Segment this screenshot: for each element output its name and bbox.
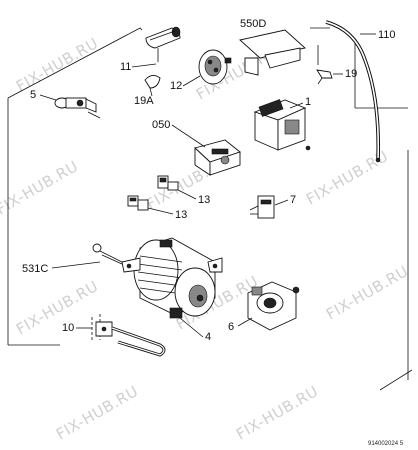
part-label-550d: 550D — [240, 18, 266, 30]
watermark: FIX-HUB.RU — [53, 382, 141, 443]
part-label-13-lower: 13 — [175, 209, 187, 221]
watermark-layer: FIX-HUB.RU FIX-HUB.RU FIX-HUB.RU FIX-HUB… — [0, 34, 411, 443]
part-label-11: 11 — [120, 61, 131, 73]
connector-part-13-lower — [127, 195, 149, 211]
module-part-1 — [253, 99, 311, 151]
clamp-part-19a — [144, 75, 161, 97]
part-label-19: 19 — [345, 68, 357, 80]
motor-part-4 — [121, 237, 223, 319]
suppressor-part-050 — [194, 139, 241, 176]
part-label-5: 5 — [30, 89, 36, 101]
watermark: FIX-HUB.RU — [323, 262, 411, 323]
capacitor-part-7 — [249, 195, 275, 219]
screw-part-531c — [92, 243, 123, 265]
part-label-19a: 19A — [134, 95, 154, 107]
reference-code: 914002024 5 — [368, 441, 404, 447]
inlet-valve-part-5 — [54, 97, 101, 119]
cabinet-outline — [7, 27, 413, 391]
noise-filter-part — [145, 26, 181, 62]
watermark: FIX-HUB.RU — [233, 382, 321, 443]
clip-part-19 — [316, 69, 333, 85]
watermark: FIX-HUB.RU — [13, 277, 101, 338]
part-label-1: 1 — [305, 96, 311, 108]
pressure-switch-part — [198, 49, 232, 85]
part-label-7: 7 — [290, 194, 296, 206]
part-label-531c: 531C — [22, 263, 48, 275]
drain-pump-part-6 — [247, 281, 300, 331]
part-label-050: 050 — [152, 119, 170, 131]
heating-element-part-10 — [91, 314, 166, 357]
part-label-110: 110 — [378, 29, 396, 41]
watermark: FIX-HUB.RU — [13, 34, 101, 95]
part-label-10: 10 — [62, 322, 74, 334]
bracket-part-550d — [239, 29, 306, 76]
part-label-4: 4 — [205, 331, 211, 343]
watermark: FIX-HUB.RU — [0, 157, 81, 218]
hose-part-110 — [325, 20, 381, 163]
connector-part-13-upper — [157, 175, 179, 191]
part-label-12: 12 — [170, 80, 182, 92]
part-label-13-upper: 13 — [198, 194, 210, 206]
part-label-6: 6 — [228, 321, 234, 333]
